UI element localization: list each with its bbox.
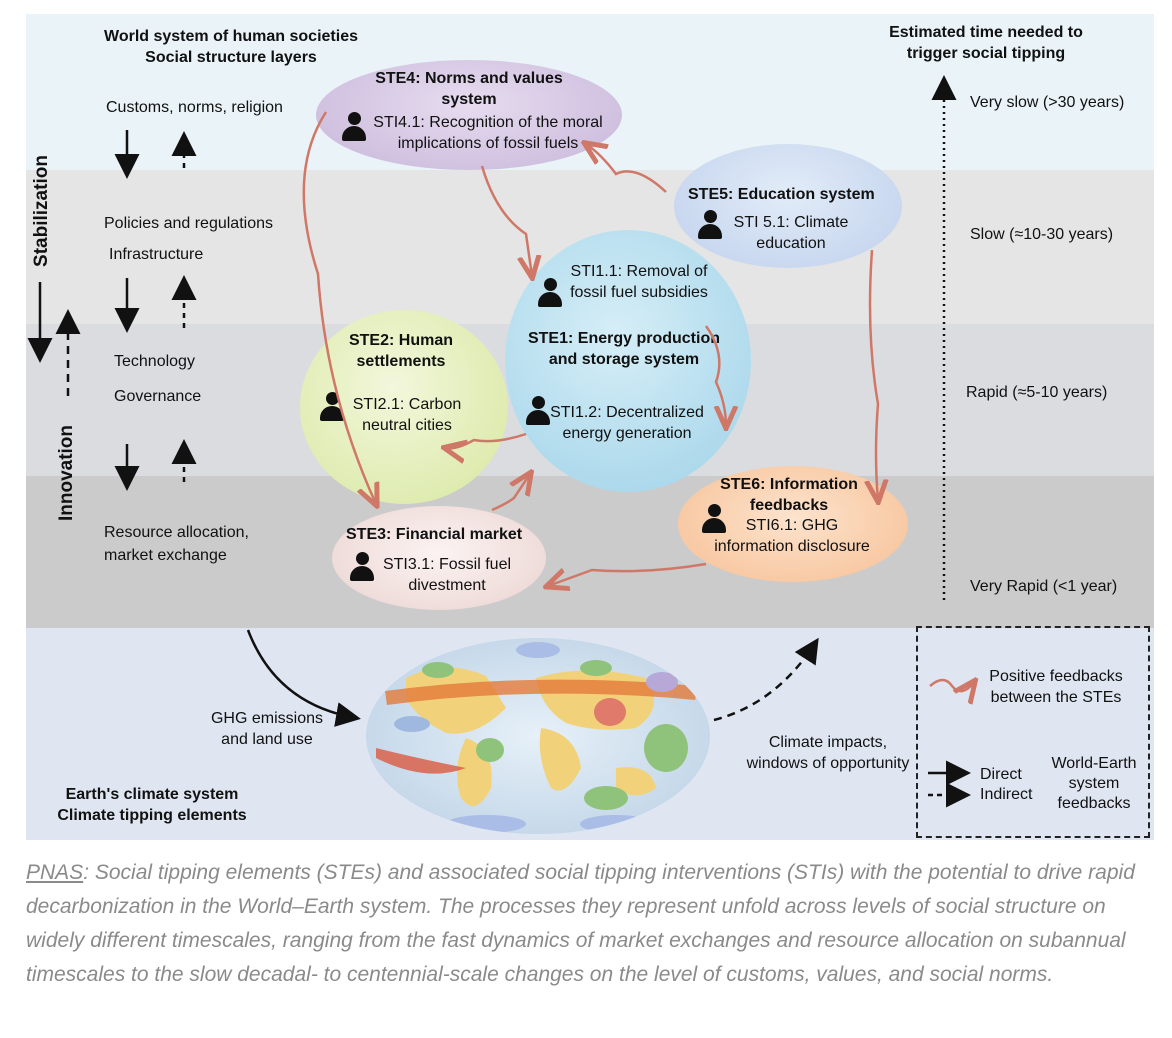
person-icon <box>350 552 374 582</box>
ste1-circle <box>505 230 751 492</box>
layer-policies: Policies and regulations <box>104 215 273 232</box>
timescale-rapid: Rapid (≈5-10 years) <box>966 384 1108 401</box>
timescale-slow: Slow (≈10-30 years) <box>970 226 1114 243</box>
ste5-ellipse <box>674 144 902 268</box>
person-icon <box>702 504 726 534</box>
caption-text: : Social tipping elements (STEs) and ass… <box>26 861 1135 986</box>
timescale-very-rapid: Very Rapid (<1 year) <box>970 578 1118 595</box>
band-resources <box>26 476 1154 628</box>
figure-caption: PNAS: Social tipping elements (STEs) and… <box>26 856 1154 992</box>
person-icon <box>320 392 344 422</box>
arrows-overlay <box>27 75 1154 808</box>
legend-direct: Direct <box>980 766 1022 783</box>
legend-indirect: Indirect <box>980 786 1033 803</box>
ste5-title: STE5: Education system <box>688 186 875 203</box>
person-icon <box>538 278 562 308</box>
timescale-very-slow: Very slow (>30 years) <box>970 94 1125 111</box>
ste4-ellipse <box>316 60 622 170</box>
world-map-image <box>366 638 710 834</box>
ste3-title: STE3: Financial market <box>346 526 523 543</box>
person-icon <box>342 112 366 142</box>
layer-infrastructure: Infrastructure <box>109 246 204 263</box>
layer-governance: Governance <box>114 388 202 405</box>
person-icon <box>698 210 722 240</box>
layer-customs: Customs, norms, religion <box>106 99 283 116</box>
layer-technology: Technology <box>114 353 195 370</box>
climate-impacts-label: Climate impacts,windows of opportunity <box>746 734 910 772</box>
pnas-link[interactable]: PNAS <box>26 861 84 884</box>
layer-market: market exchange <box>104 547 227 564</box>
layer-resource: Resource allocation, <box>104 524 249 541</box>
legend-box <box>916 626 1150 838</box>
person-icon <box>526 396 550 426</box>
